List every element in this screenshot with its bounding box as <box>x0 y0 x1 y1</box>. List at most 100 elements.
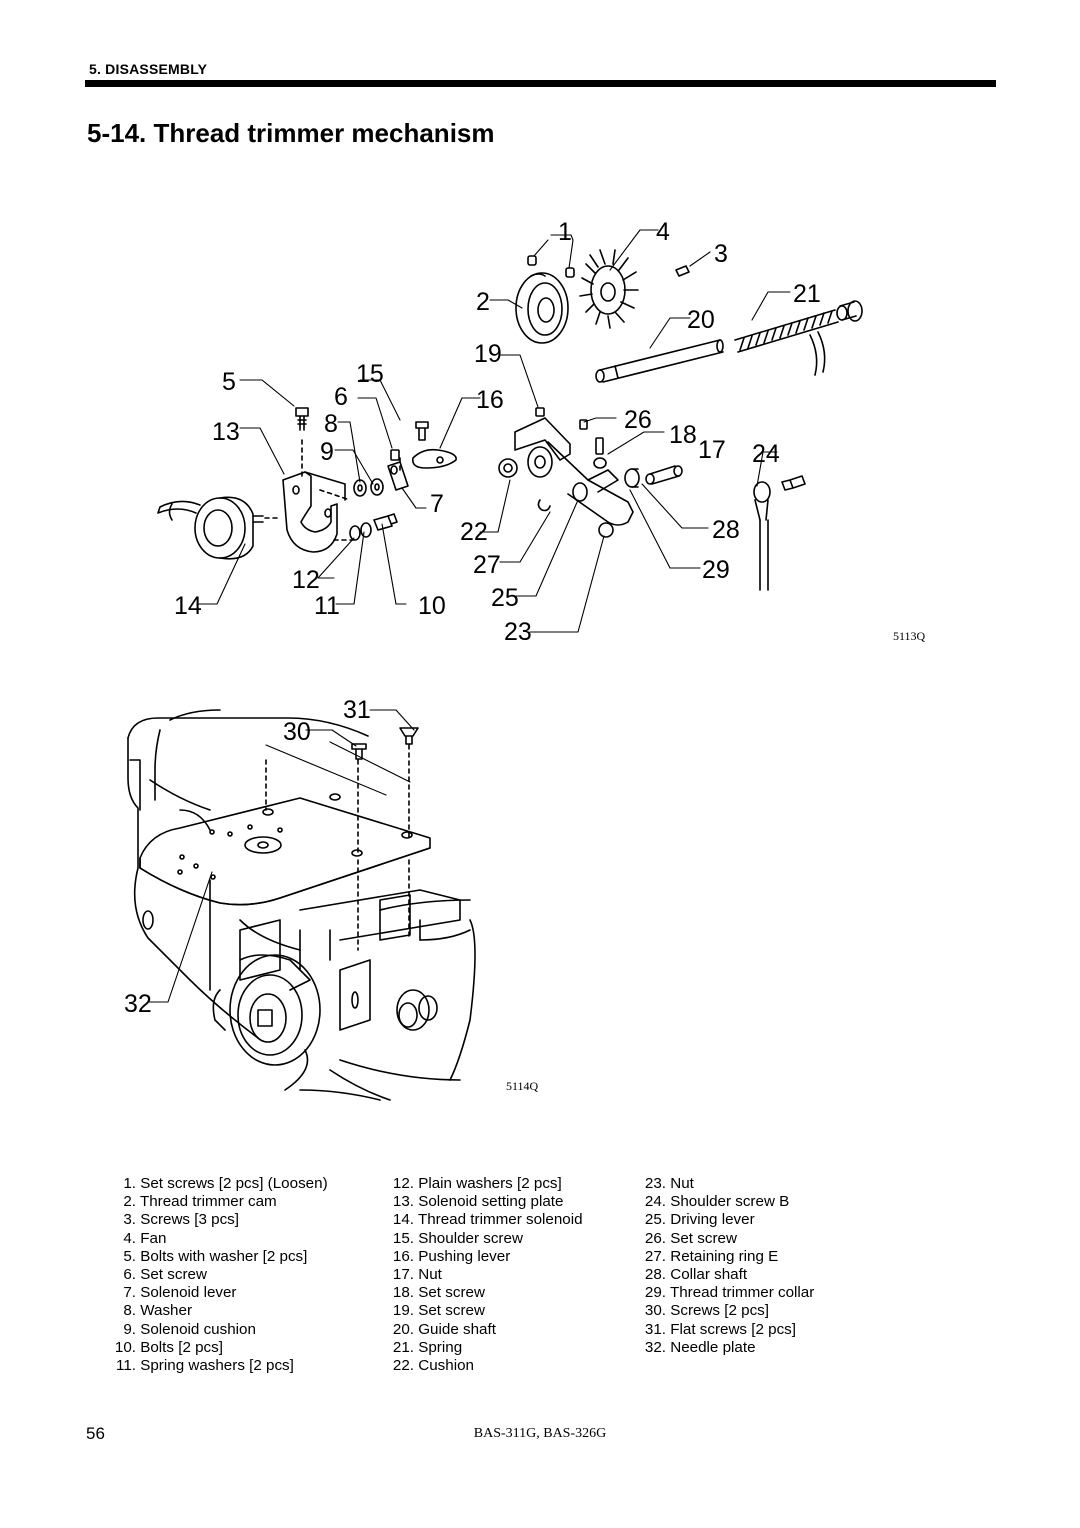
part-number: 15. <box>392 1229 414 1247</box>
part-number: 9. <box>123 1320 136 1338</box>
list-item: 3. Screws [3 pcs] <box>114 1211 328 1229</box>
callout-19: 19 <box>474 340 502 368</box>
page-number: 56 <box>86 1424 105 1443</box>
part-name: Plain washers [2 pcs] <box>418 1175 562 1192</box>
part-number: 20. <box>392 1320 414 1338</box>
part-name: Set screw <box>418 1284 485 1302</box>
model-footer: BAS-311G, BAS-326G <box>473 1426 607 1441</box>
part-number: 2. <box>123 1193 136 1211</box>
part-name: Driving lever <box>670 1211 755 1229</box>
part-number: 16. <box>392 1247 414 1265</box>
part-number: 25. <box>644 1211 666 1229</box>
needle-plate-drawing <box>139 793 431 906</box>
section-label: 5. DISASSEMBLY <box>89 61 208 77</box>
callout-17: 17 <box>698 436 726 464</box>
part-number: 23. <box>644 1175 666 1192</box>
list-item: 13. Solenoid setting plate <box>387 1193 583 1211</box>
list-item: 5. Bolts with washer [2 pcs] <box>114 1248 328 1266</box>
part-number: 21. <box>392 1338 414 1356</box>
machine-bed-drawing <box>127 709 476 1101</box>
callout-8: 8 <box>324 410 338 438</box>
part-number: 28. <box>644 1266 666 1284</box>
solenoid-setting-plate-drawing <box>282 471 346 553</box>
list-item: 16. Pushing lever <box>387 1248 583 1266</box>
part-number: 26. <box>644 1229 666 1247</box>
list-item: 18. Set screw <box>387 1284 583 1302</box>
part-number: 12. <box>392 1175 414 1192</box>
list-item: 31. Flat screws [2 pcs] <box>641 1321 814 1339</box>
pushing-lever-drawing <box>411 448 457 469</box>
part-name: Solenoid cushion <box>140 1320 256 1338</box>
callout-28: 28 <box>712 516 740 544</box>
list-item: 25. Driving lever <box>641 1211 814 1229</box>
callout-labels: 1 4 3 2 21 20 19 5 15 6 16 13 8 9 26 18 … <box>124 218 926 1093</box>
list-item: 4. Fan <box>114 1230 328 1248</box>
callout-30: 30 <box>283 718 311 746</box>
callout-12: 12 <box>292 566 320 594</box>
list-item: 26. Set screw <box>641 1230 814 1248</box>
list-item: 28. Collar shaft <box>641 1266 814 1284</box>
part-name: Thread trimmer solenoid <box>417 1211 583 1229</box>
part-name: Fan <box>140 1229 167 1247</box>
part-name: Bolts [2 pcs] <box>140 1338 223 1356</box>
list-item: 29. Thread trimmer collar <box>641 1284 814 1302</box>
fan-drawing <box>579 249 639 329</box>
callout-27: 27 <box>473 551 501 579</box>
thread-trimmer-cam-drawing <box>515 272 569 344</box>
list-item: 7. Solenoid lever <box>114 1284 328 1302</box>
list-item: 22. Cushion <box>387 1357 583 1375</box>
part-number: 30. <box>644 1302 666 1320</box>
trimmer-rod-drawing <box>753 481 771 591</box>
list-item: 24. Shoulder screw B <box>641 1193 814 1211</box>
list-item: 9. Solenoid cushion <box>114 1321 328 1339</box>
callout-2: 2 <box>476 288 490 316</box>
list-item: 30. Screws [2 pcs] <box>641 1302 814 1320</box>
parts-list-column-3: 23. Nut 24. Shoulder screw B 25. Driving… <box>641 1175 814 1357</box>
page-title: 5-14. Thread trimmer mechanism <box>87 118 495 148</box>
part-number: 6. <box>123 1266 136 1284</box>
part-name: Screws [3 pcs] <box>140 1211 239 1229</box>
collar-shaft-drawing <box>624 465 683 488</box>
part-name: Set screw <box>418 1302 485 1320</box>
callout-14: 14 <box>174 592 202 620</box>
part-name: Shoulder screw <box>418 1229 523 1247</box>
callout-18: 18 <box>669 421 697 449</box>
part-number: 7. <box>123 1284 136 1302</box>
callout-11: 11 <box>314 592 340 620</box>
list-item: 19. Set screw <box>387 1302 583 1320</box>
part-name: Nut <box>670 1175 694 1192</box>
part-name: Retaining ring E <box>670 1247 779 1265</box>
guide-shaft-drawing <box>595 339 724 383</box>
header-rule <box>85 80 996 87</box>
part-name: Flat screws [2 pcs] <box>670 1320 796 1338</box>
driving-lever-assembly-drawing <box>498 417 634 538</box>
callout-26: 26 <box>624 406 652 434</box>
part-name: Screws [2 pcs] <box>670 1302 769 1320</box>
part-number: 27. <box>644 1247 666 1265</box>
part-number: 10. <box>114 1338 136 1356</box>
part-number: 8. <box>123 1302 136 1320</box>
callout-20: 20 <box>687 306 715 334</box>
list-item: 27. Retaining ring E <box>641 1248 814 1266</box>
callout-32: 32 <box>124 990 152 1018</box>
part-number: 17. <box>392 1266 414 1284</box>
callout-6: 6 <box>334 383 348 411</box>
part-number: 18. <box>392 1284 414 1302</box>
set-screw-drawing <box>527 255 537 266</box>
list-item: 21. Spring <box>387 1339 583 1357</box>
part-number: 14. <box>392 1211 414 1229</box>
part-name: Set screw <box>140 1266 207 1284</box>
spring-drawing <box>734 309 839 353</box>
callout-23: 23 <box>504 618 532 646</box>
part-number: 5. <box>123 1247 136 1265</box>
part-name: Shoulder screw B <box>670 1193 790 1211</box>
callout-13: 13 <box>212 418 240 446</box>
callout-5: 5 <box>222 368 236 396</box>
list-item: 15. Shoulder screw <box>387 1230 583 1248</box>
list-item: 12. Plain washers [2 pcs] <box>387 1175 583 1193</box>
list-item: 10. Bolts [2 pcs] <box>114 1339 328 1357</box>
part-name: Pushing lever <box>418 1247 511 1265</box>
part-number: 4. <box>123 1229 136 1247</box>
list-item: 23. Nut <box>641 1175 814 1193</box>
thread-trimmer-solenoid-drawing <box>157 496 264 560</box>
